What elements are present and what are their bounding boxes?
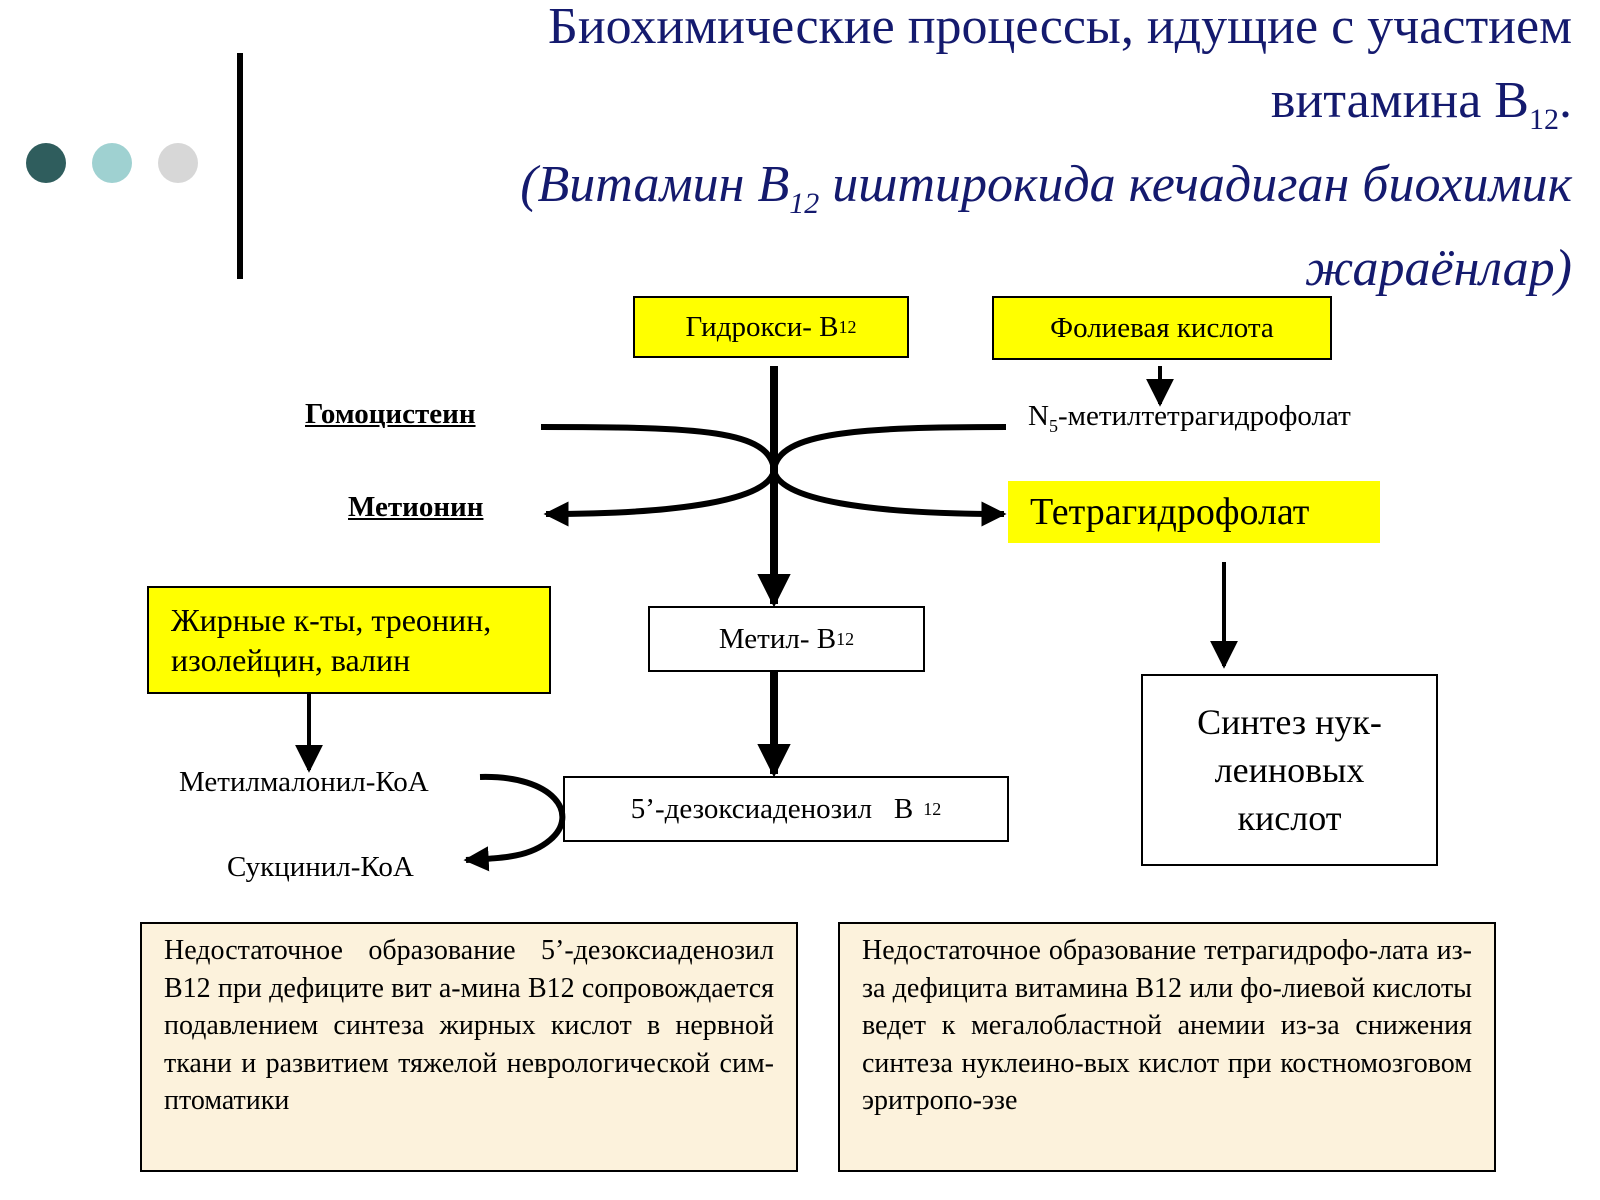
n5-text: -метилтетрагидрофолат [1057,400,1351,432]
n5-prefix: N [1028,400,1049,432]
fatty-acids-line1: Жирные к-ты, треонин, [171,602,492,638]
title-line3: (Витамин В12 иштирокида кечадиган биохим… [312,148,1572,222]
nucleic-synthesis-text: Синтез нук- леиновых кислот [1197,698,1382,842]
curve-methylmalonyl-to-succinyl [463,773,566,872]
title-line3-start: (Витамин В [520,156,790,213]
title-line3-end: иштирокида кечадиган биохимик [819,156,1572,213]
box-deoxyadenosyl-b12: 5’-дезоксиаденозил В 12 [563,776,1009,842]
label-homocysteine: Гомоцистеин [305,398,476,430]
title-line3-sub: 12 [789,187,820,220]
title-line2-end: . [1559,72,1572,129]
label-n5-methyl-thf: N5-метилтетрагидрофолат [1028,400,1351,437]
fatty-acids-line2: изолейцин, валин [171,642,411,678]
nucleic-line3: кислот [1237,798,1342,838]
tetrahydrofolate-text: Тетрагидрофолат [1030,491,1310,533]
nucleic-line2: леиновых [1214,750,1365,790]
decor-dot-teal [92,143,132,183]
title-line2-main: витамина В [1270,72,1529,129]
title-line1: Биохимические процессы, идущие с участие… [547,0,1572,55]
box-folic-acid: Фолиевая кислота [992,296,1332,360]
title-line2: витамина В12. [312,64,1572,138]
box-fatty-acids: Жирные к-ты, треонин, изолейцин, валин [147,586,551,694]
deoxyadenosyl-text: 5’-дезоксиаденозил В [630,792,914,825]
curve-n5-to-thf [770,424,1007,527]
note-left: Недостаточное образование 5’-дезоксиаден… [140,922,798,1172]
note-left-text: Недостаточное образование 5’-дезоксиаден… [164,935,774,1116]
fatty-acids-text: Жирные к-ты, треонин, изолейцин, валин [171,600,491,680]
folic-acid-text: Фолиевая кислота [1050,311,1274,344]
methyl-b12-text: Метил- В [718,622,837,655]
slide-title: Биохимические процессы, идущие с участие… [312,0,1572,306]
deoxyadenosyl-sub: 12 [923,798,942,819]
hydroxy-b12-text: Гидрокси- В [685,310,839,343]
note-right: Недостаточное образование тетрагидрофо-л… [838,922,1496,1172]
label-methionine: Метионин [348,491,484,523]
decor-vertical-bar [237,53,243,279]
box-tetrahydrofolate: Тетрагидрофолат [1008,481,1380,543]
decor-dot-gray [158,143,198,183]
note-right-text: Недостаточное образование тетрагидрофо-л… [862,935,1472,1116]
box-nucleic-synthesis: Синтез нук- леиновых кислот [1141,674,1438,866]
label-methylmalonyl-coa: Метилмалонил-КоА [179,766,429,798]
n5-sub: 5 [1048,415,1058,436]
title-line4: жараёнлар) [1304,240,1572,297]
curve-homocysteine-to-methionine [540,424,778,527]
decor-dot-dark [26,143,66,183]
hydroxy-b12-sub: 12 [838,316,857,337]
label-succinyl-coa: Сукцинил-КоА [227,851,414,883]
methyl-b12-sub: 12 [836,628,855,649]
title-line2-sub: 12 [1529,103,1559,136]
nucleic-line1: Синтез нук- [1197,702,1382,742]
